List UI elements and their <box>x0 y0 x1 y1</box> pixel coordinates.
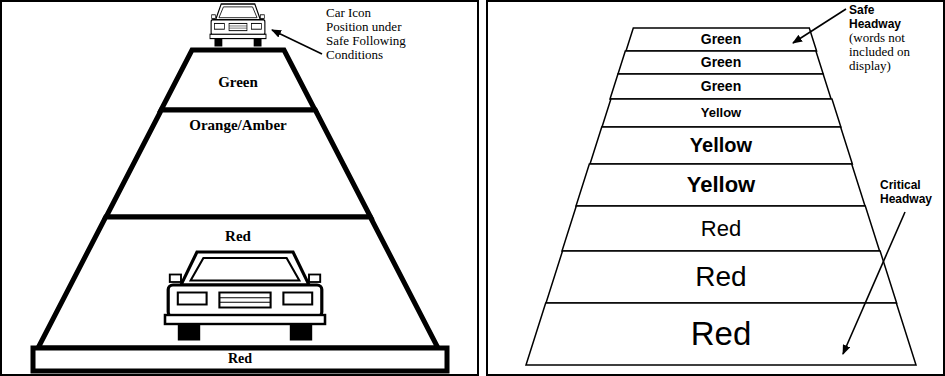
color-band: Green <box>610 74 831 99</box>
band-shape <box>38 217 438 348</box>
band-shape <box>626 28 817 51</box>
callout-text: (words not included on display) <box>849 31 921 73</box>
band-shape <box>562 206 880 251</box>
band-label: Red <box>546 261 897 293</box>
band-label: Green <box>610 78 831 94</box>
band-shape <box>161 50 315 110</box>
band-label: Yellow <box>576 172 865 197</box>
band-shape <box>602 99 841 127</box>
color-band: Red <box>546 251 897 303</box>
band-shape <box>546 251 897 303</box>
car-icon-top <box>210 4 266 46</box>
band-label: Green <box>161 74 315 91</box>
right-panel-frame <box>487 1 944 375</box>
band-label: Green <box>626 31 817 47</box>
band-label: Red <box>526 315 916 353</box>
color-band: Green <box>626 28 817 51</box>
color-band: Yellow <box>576 164 865 206</box>
color-band: Yellow <box>602 99 841 127</box>
band-shape <box>526 303 916 365</box>
band-shape <box>33 348 447 371</box>
callout-text: Critical Headway <box>880 178 940 206</box>
band-label: Orange/Amber <box>106 117 371 134</box>
color-band: Green <box>161 50 315 110</box>
car-icon-lower <box>165 252 325 341</box>
band-shape <box>106 110 371 217</box>
band-label: Red <box>562 216 880 241</box>
color-band: Red <box>38 217 438 348</box>
leader-arrow <box>793 9 846 43</box>
band-shape <box>576 164 865 206</box>
leader-arrow <box>272 30 322 54</box>
left-panel-frame <box>1 1 478 375</box>
color-band: Orange/Amber <box>106 110 371 217</box>
color-band: Red <box>33 348 447 371</box>
band-label: Yellow <box>590 134 852 157</box>
color-band: Yellow <box>590 127 852 164</box>
leader-arrow <box>843 212 905 354</box>
color-band: Red <box>526 303 916 365</box>
band-shape <box>590 127 852 164</box>
band-shape <box>610 74 831 99</box>
callout-text: Safe Headway <box>849 3 909 31</box>
color-band: Red <box>562 206 880 251</box>
color-band: Green <box>618 51 823 74</box>
band-label: Red <box>33 351 447 367</box>
band-label: Yellow <box>602 106 841 121</box>
callout-text: Car Icon Position under Safe Following C… <box>326 6 408 62</box>
band-label: Green <box>618 54 823 70</box>
band-label: Red <box>38 228 438 245</box>
band-shape <box>618 51 823 74</box>
